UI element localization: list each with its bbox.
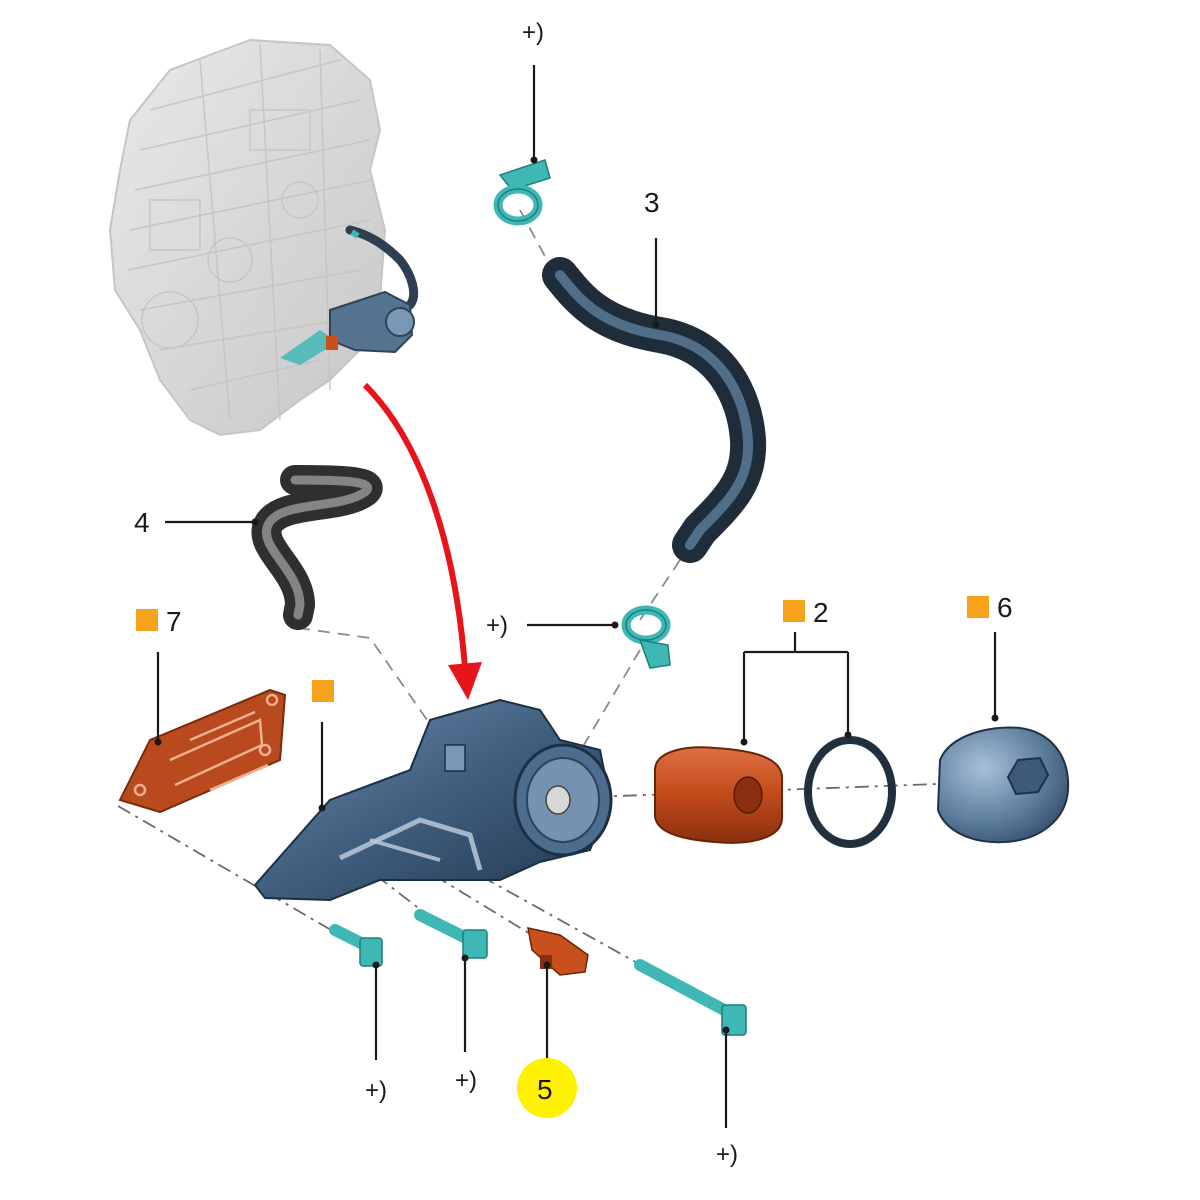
bolt-1 [329, 924, 383, 967]
callout-7: 7 [166, 606, 182, 637]
hose-clip-lower [621, 605, 671, 669]
torque-label-bolt-2: +) [455, 1067, 477, 1094]
callout-3: 3 [644, 187, 660, 218]
torque-label-bolt-1: +) [365, 1077, 387, 1104]
location-arrow [362, 382, 482, 700]
filter-cap-6 [936, 726, 1070, 844]
sensor-5 [527, 927, 589, 976]
o-ring [804, 736, 896, 848]
oil-filter-element [654, 746, 783, 844]
marker-square-housing [312, 680, 334, 702]
coolant-hose-3 [542, 257, 767, 563]
leader-dots [154, 156, 999, 1034]
leader-lines [156, 65, 997, 1128]
marker-square-7 [136, 609, 158, 631]
highlight-circle-5 [517, 1058, 577, 1118]
callout-6: 6 [997, 592, 1013, 623]
torque-label-clip: +) [486, 612, 508, 639]
bolt-3 [634, 959, 747, 1036]
torque-label-bolt-3: +) [716, 1141, 738, 1168]
callout-2: 2 [813, 597, 829, 628]
hose-4 [251, 465, 383, 630]
torque-label-top: +) [522, 19, 544, 46]
marker-square-6 [967, 596, 989, 618]
engine-overview-image [108, 38, 419, 437]
callout-4: 4 [134, 507, 150, 538]
gasket-7 [118, 688, 287, 814]
oil-filter-housing [253, 698, 613, 902]
hose-clip-upper [493, 159, 551, 226]
bolt-2 [414, 909, 488, 959]
callout-5: 5 [537, 1074, 553, 1105]
marker-square-2 [783, 600, 805, 622]
